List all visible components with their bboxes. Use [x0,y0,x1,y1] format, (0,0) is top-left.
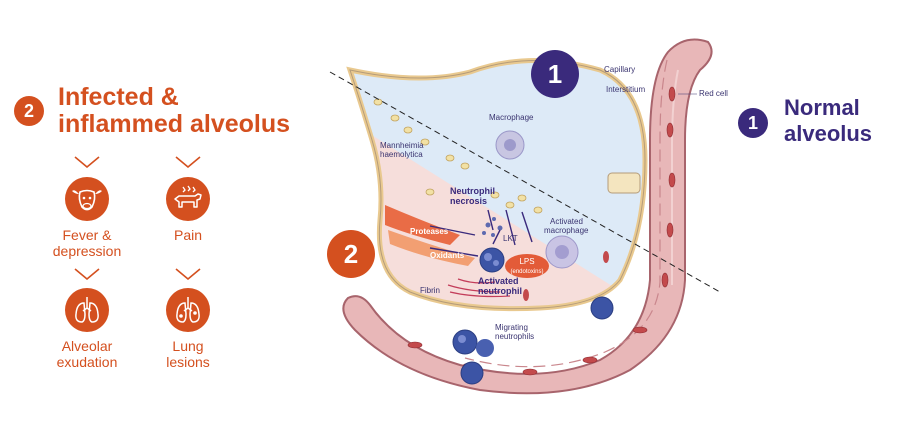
zone-divider-line [329,71,721,293]
migrating-neutrophils-label-1: Migrating [495,323,528,332]
zone-infected-badge [327,230,375,278]
symptom-label-fever: Fever & depression [52,227,122,259]
alveolus-illustration: LPS (endotoxins) 1 2 Capillary Interstit… [327,38,728,395]
lps-sub-label: (endotoxins) [510,269,543,275]
infected-number-badge: 2 [14,96,44,126]
infected-number: 2 [23,100,34,121]
cow-head-icon [65,177,109,221]
mannheimia-label-1: Mannheimia [380,141,424,150]
oxidants-label: Oxidants [430,251,465,260]
mannheimia-label-2: haemolytica [380,150,423,159]
neutrophil-necrosis-label-1: Neutrophil [450,186,495,196]
lps-label: LPS [519,257,534,266]
activated-neutrophil-label-2: neutrophil [478,286,522,296]
zone-infected-number: 2 [344,239,358,269]
migrating-neutrophils-label-2: neutrophils [495,332,534,341]
zone-normal-number: 1 [548,59,562,89]
macrophage-label: Macrophage [489,113,534,122]
normal-title: Normal alveolus [784,95,873,146]
lungs-lesions-icon [166,288,210,332]
chevron-down-icon [175,156,201,168]
lkt-label: LKT [503,234,518,243]
fibrin-label: Fibrin [420,286,440,295]
normal-number-badge: 1 [738,108,768,138]
zone-normal-badge [531,50,579,98]
chevron-down-icon [74,156,100,168]
symptom-label-pain: Pain [173,227,203,243]
symptom-label-alveolar-exudation: Alveolar exudation [56,338,118,370]
activated-macrophage-label-1: Activated [550,217,583,226]
cow-pain-icon [166,177,210,221]
capillary-label: Capillary [604,65,635,74]
symptom-label-lung-lesions: Lung lesions [166,338,210,370]
lps-endotoxin-blob [505,254,549,278]
neutrophil-necrosis-label-2: necrosis [450,196,487,206]
lungs-icon [65,288,109,332]
chevron-down-icon [175,268,201,280]
activated-neutrophil-label-1: Activated [478,276,519,286]
chevron-down-icon [74,268,100,280]
proteases-label: Proteases [410,227,449,236]
activated-neutrophil-cell [479,247,505,273]
neutrophil-necrosis-cluster [482,217,503,237]
red-cell-label: Red cell [699,89,728,98]
infected-title: Infected & inflammed alveolus [58,83,291,138]
capillary-wall [342,38,713,395]
migrating-neutrophils [452,296,614,385]
activated-macrophage-cell [545,235,579,269]
macrophage-cell [495,130,525,160]
activated-macrophage-label-2: macrophage [544,226,589,235]
normal-number: 1 [747,112,758,133]
fibrin-strands [447,278,511,298]
interstitium-label: Interstitium [606,85,645,94]
bacteria-dots [373,98,543,214]
